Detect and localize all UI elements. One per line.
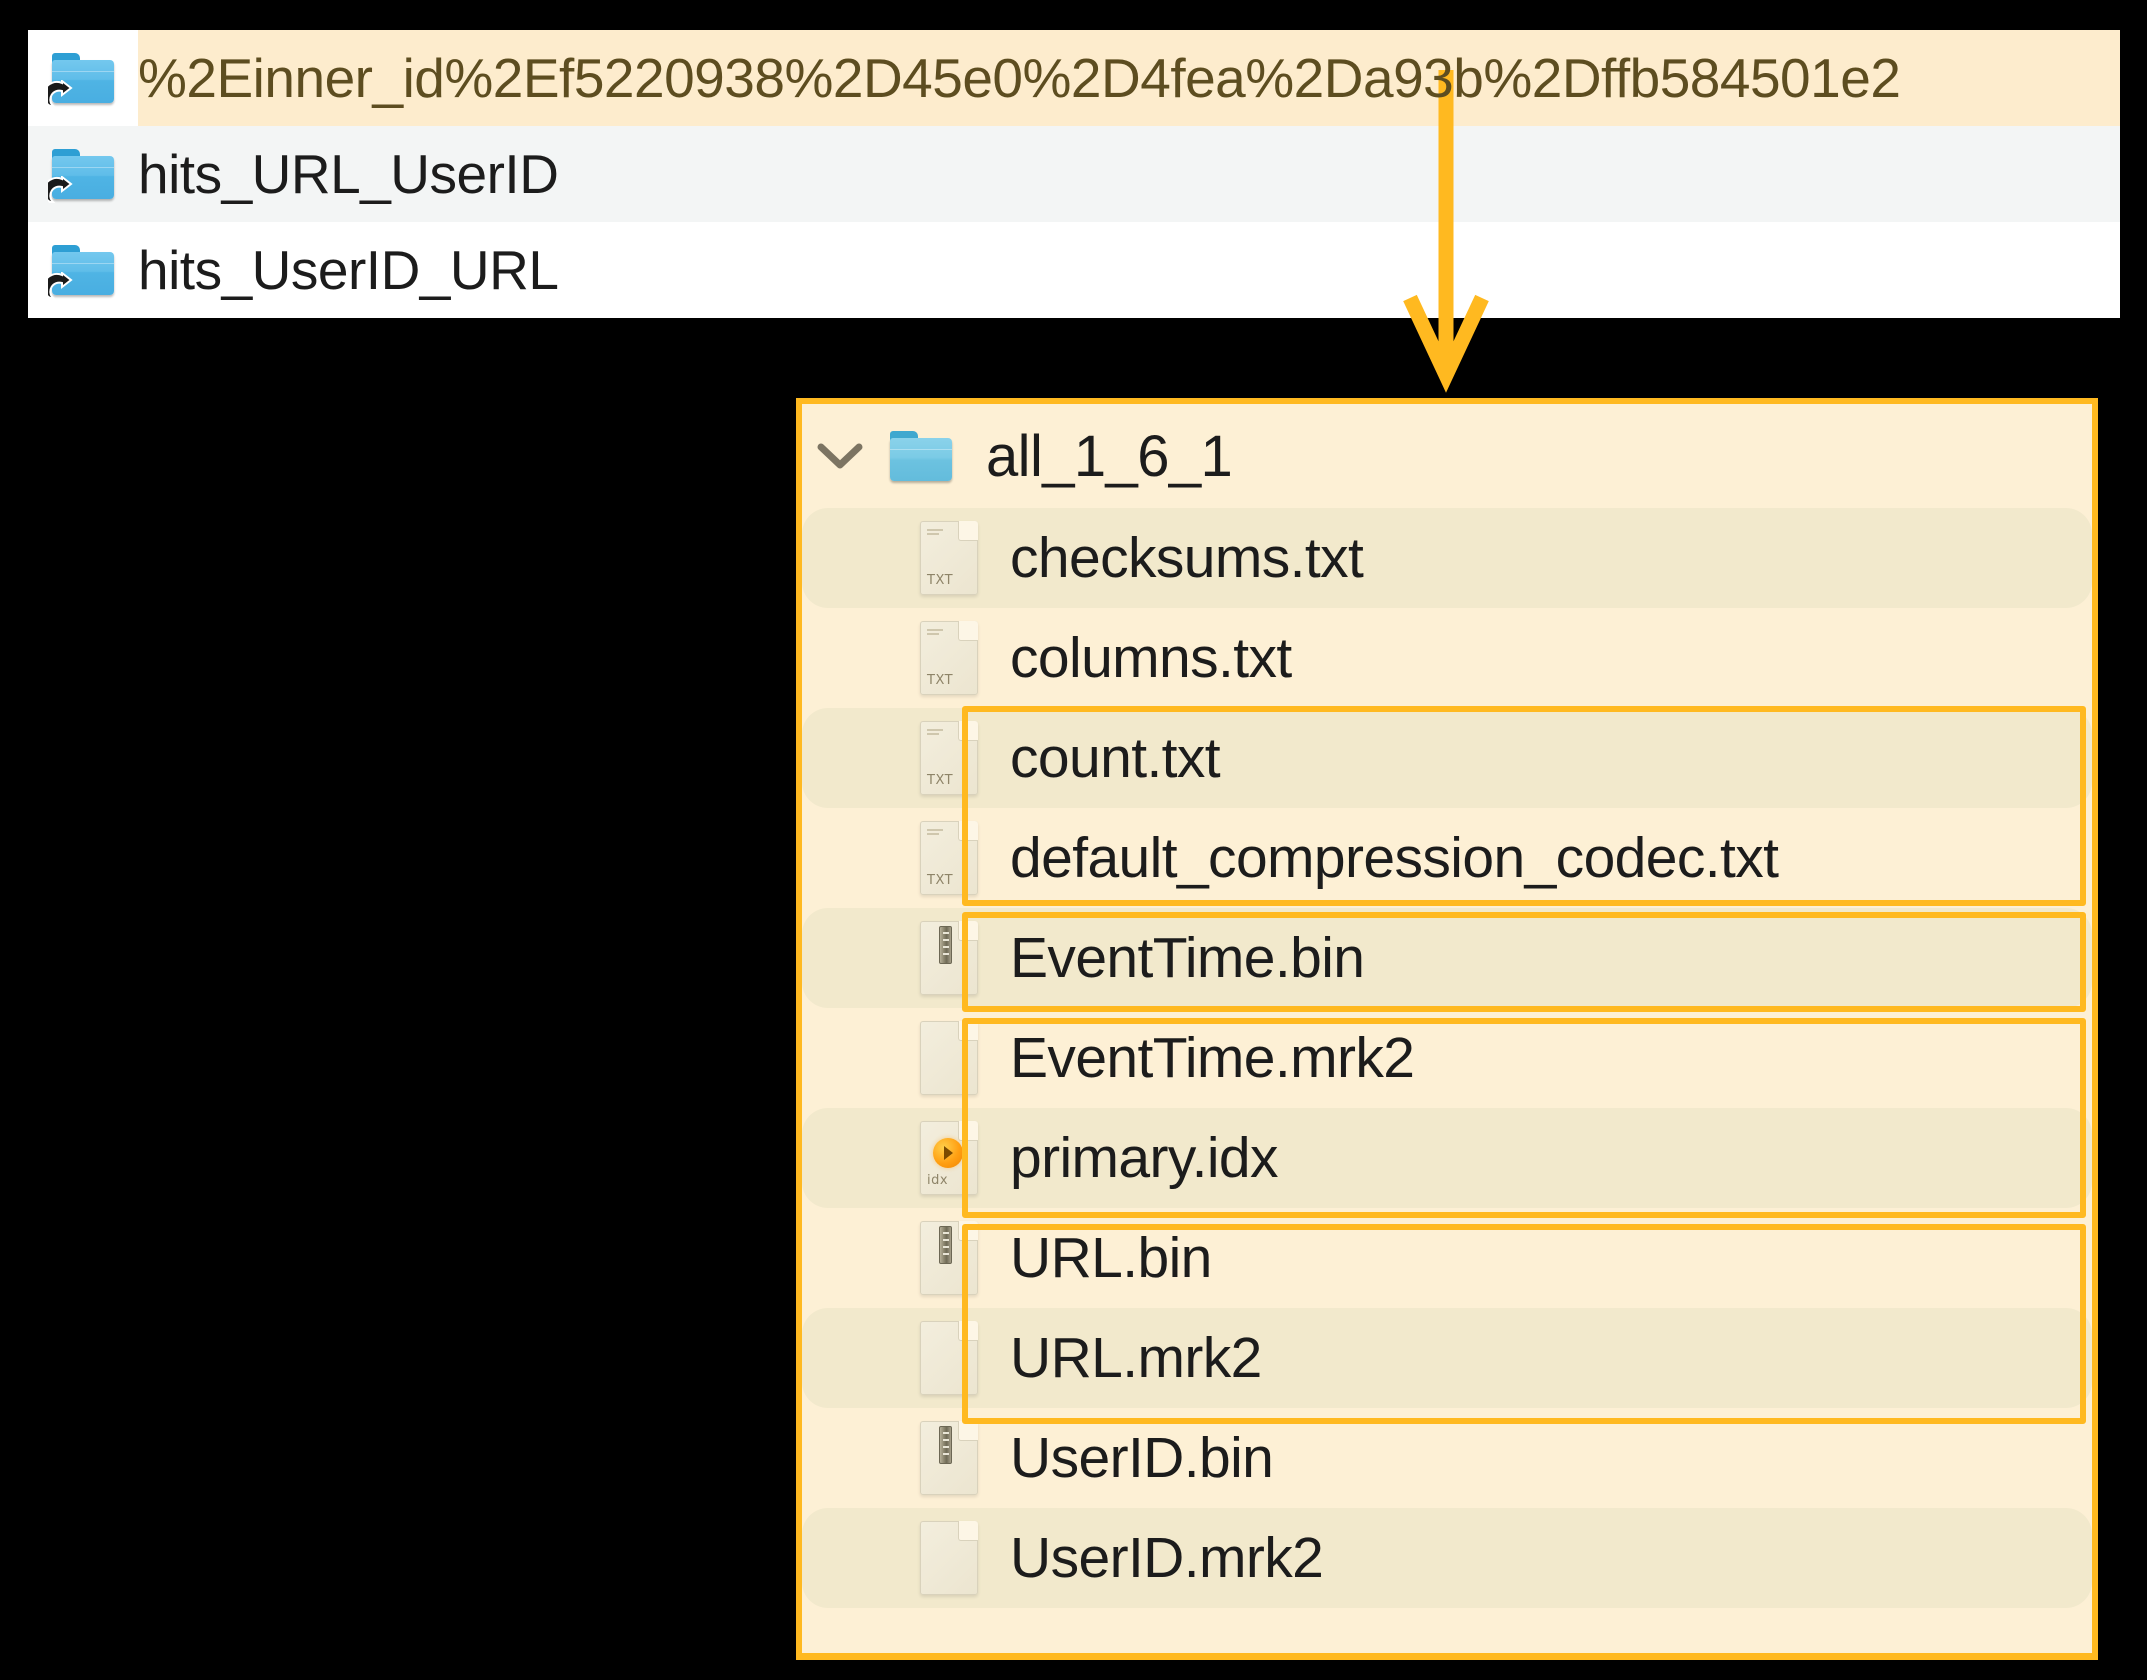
list-item[interactable]: TXT default_compression_codec.txt [802, 808, 2092, 908]
txt-file-icon: TXT [906, 708, 992, 808]
txt-file-icon: TXT [906, 608, 992, 708]
folder-icon [878, 404, 964, 508]
bin-file-icon [906, 1408, 992, 1508]
mrk-file-icon [906, 1008, 992, 1108]
txt-file-icon: TXT [906, 508, 992, 608]
list-item[interactable]: TXT count.txt [802, 708, 2092, 808]
folder-symlink-icon [28, 53, 138, 107]
list-item[interactable]: UserID.bin [802, 1408, 2092, 1508]
list-item-label: hits_UserID_URL [138, 239, 559, 301]
file-name: UserID.bin [1010, 1426, 1274, 1490]
file-name: URL.mrk2 [1010, 1326, 1262, 1390]
mrk-file-icon [906, 1308, 992, 1408]
symlink-folder-list: %2Einner_id%2Ef5220938%2D45e0%2D4fea%2Da… [28, 30, 2120, 318]
chevron-down-icon[interactable] [802, 404, 878, 508]
list-item[interactable]: URL.mrk2 [802, 1308, 2092, 1408]
list-item[interactable]: hits_URL_UserID [28, 126, 2120, 222]
bin-file-icon [906, 1208, 992, 1308]
file-ext-label: TXT [927, 673, 954, 688]
file-name: EventTime.mrk2 [1010, 1026, 1415, 1090]
down-arrow-icon [1403, 70, 1489, 393]
folder-symlink-icon [28, 149, 138, 203]
shortcut-arrow-icon [48, 80, 73, 107]
list-item-label: %2Einner_id%2Ef5220938%2D45e0%2D4fea%2Da… [138, 47, 1901, 109]
folder-name: all_1_6_1 [986, 423, 1233, 489]
row-highlight [138, 30, 2120, 126]
file-name: checksums.txt [1010, 526, 1364, 590]
file-ext-label: TXT [927, 773, 954, 788]
idx-file-icon: idx [906, 1108, 992, 1208]
file-name: primary.idx [1010, 1126, 1278, 1190]
bin-file-icon [906, 908, 992, 1008]
file-name: default_compression_codec.txt [1010, 826, 1779, 890]
shortcut-arrow-icon [48, 272, 73, 299]
txt-file-icon: TXT [906, 808, 992, 908]
file-ext-label: idx [927, 1173, 949, 1188]
mrk-file-icon [906, 1508, 992, 1608]
folder-symlink-icon [28, 245, 138, 299]
list-item[interactable]: URL.bin [802, 1208, 2092, 1308]
expanded-folder-panel: all_1_6_1 TXT checksums.txt TXT columns.… [796, 398, 2098, 1660]
folder-header-row[interactable]: all_1_6_1 [802, 404, 2092, 508]
list-item[interactable]: EventTime.mrk2 [802, 1008, 2092, 1108]
file-name: EventTime.bin [1010, 926, 1365, 990]
list-item[interactable]: UserID.mrk2 [802, 1508, 2092, 1608]
list-item[interactable]: %2Einner_id%2Ef5220938%2D45e0%2D4fea%2Da… [28, 30, 2120, 126]
file-name: URL.bin [1010, 1226, 1212, 1290]
file-ext-label: TXT [927, 873, 954, 888]
file-name: count.txt [1010, 726, 1221, 790]
list-item[interactable]: hits_UserID_URL [28, 222, 2120, 318]
file-ext-label: TXT [927, 573, 954, 588]
list-item[interactable]: TXT checksums.txt [802, 508, 2092, 608]
list-item-label: hits_URL_UserID [138, 143, 559, 205]
list-item[interactable]: idx primary.idx [802, 1108, 2092, 1208]
file-name: columns.txt [1010, 626, 1292, 690]
list-item[interactable]: TXT columns.txt [802, 608, 2092, 708]
file-name: UserID.mrk2 [1010, 1526, 1324, 1590]
list-item[interactable]: EventTime.bin [802, 908, 2092, 1008]
shortcut-arrow-icon [48, 176, 73, 203]
